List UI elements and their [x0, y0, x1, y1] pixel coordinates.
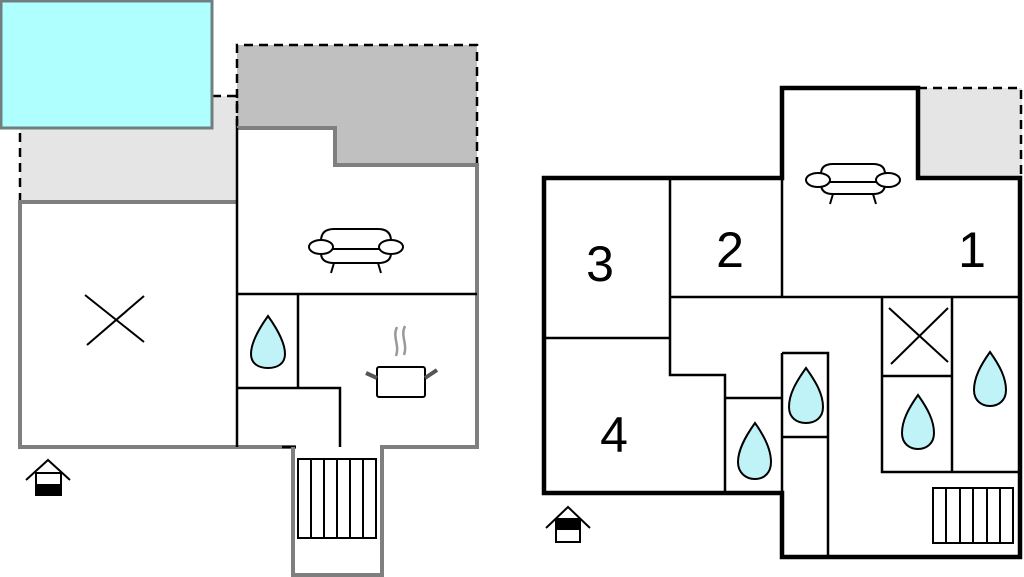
balcony-edge: [918, 86, 1023, 178]
room-label-1: 1: [958, 222, 986, 278]
room-label-3: 3: [586, 236, 614, 292]
terrace-dark: [237, 45, 477, 165]
entrance-house-icon: [25, 458, 71, 496]
interior-walls-upper: [544, 178, 1020, 557]
terrace-dark-edge: [235, 43, 479, 182]
exterior-walls-upper: [541, 85, 1023, 560]
entrance-house-icon: [545, 505, 591, 543]
bathroom-drop-icon: [736, 421, 773, 481]
x-icon: [888, 307, 949, 365]
bathroom-drop-icon: [900, 393, 936, 451]
balcony-terrace: [918, 88, 1022, 178]
bedroom-x-icon: [84, 294, 145, 346]
room-label-4: 4: [600, 407, 628, 463]
interior-walls: [235, 128, 477, 449]
bathroom-drop-icon: [249, 314, 287, 370]
cooking-pot-icon: [365, 325, 439, 398]
terrace-light-edge: [18, 94, 239, 202]
sofa-icon: [805, 163, 901, 205]
exterior-walls: [18, 126, 479, 449]
ground-floor-plan: [0, 0, 479, 577]
sofa-icon: [308, 228, 404, 274]
room-label-2: 2: [716, 222, 744, 278]
bathroom-drop-icon: [972, 350, 1008, 408]
stairs-icon: [291, 447, 384, 577]
bathroom-drop-icon: [787, 366, 825, 425]
stairs-icon: [932, 487, 1014, 544]
pool: [0, 0, 214, 130]
first-floor-plan: 3 2 1 4: [541, 85, 1023, 560]
